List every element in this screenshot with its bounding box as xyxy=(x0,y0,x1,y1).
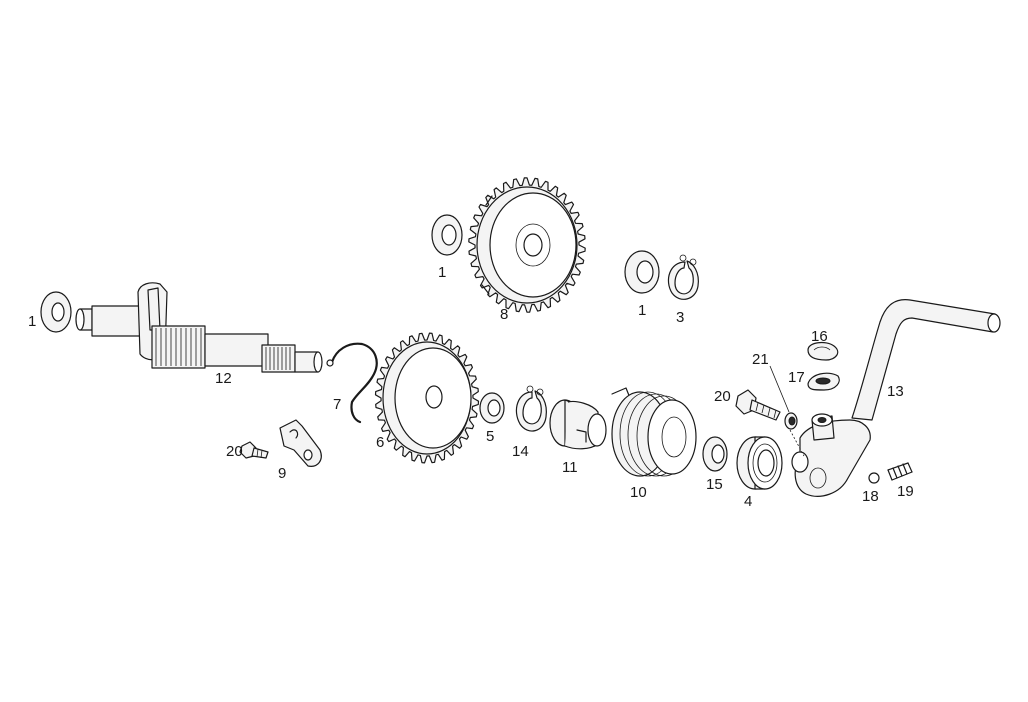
ratchet xyxy=(279,419,322,467)
label-bolt-large: 20 xyxy=(714,388,731,405)
part-labels: 1 1 3 1 8 12 7 6 5 14 11 10 15 4 13 16 1… xyxy=(28,264,914,510)
label-nut: 21 xyxy=(752,351,769,368)
label-washer-left: 1 xyxy=(28,313,36,330)
spacer xyxy=(479,392,505,424)
label-spacer: 5 xyxy=(486,428,494,445)
leader-nut xyxy=(769,365,790,413)
label-seal-lower: 17 xyxy=(788,369,805,386)
label-kick-lever: 13 xyxy=(887,383,904,400)
bolt-large xyxy=(735,389,781,421)
label-shaft: 12 xyxy=(215,370,232,387)
label-wire-spring: 7 xyxy=(333,396,341,413)
label-washer-top: 1 xyxy=(438,264,446,281)
upper-gear xyxy=(468,177,586,313)
label-coil-spring: 10 xyxy=(630,484,647,501)
bolt-small xyxy=(239,441,269,459)
label-bushing: 11 xyxy=(562,459,578,476)
label-detent-spring: 19 xyxy=(897,483,914,500)
seal-top xyxy=(807,341,839,361)
washer-top xyxy=(431,214,463,256)
washer-small xyxy=(702,436,728,472)
washer-mid xyxy=(624,250,660,294)
ball xyxy=(868,472,880,484)
label-ball: 18 xyxy=(862,488,879,505)
label-circlip-top: 3 xyxy=(676,309,684,326)
bearing xyxy=(736,436,783,490)
label-ratchet: 9 xyxy=(278,465,286,482)
nut xyxy=(784,412,805,457)
label-washer-mid: 1 xyxy=(638,302,646,319)
kick-lever xyxy=(791,299,1001,497)
seal-lower xyxy=(807,372,840,391)
washer-left xyxy=(40,291,72,333)
circlip-mid xyxy=(515,385,547,432)
lower-gear xyxy=(374,332,480,464)
circlip-top xyxy=(667,254,699,300)
label-washer-small: 15 xyxy=(706,476,723,493)
label-seal-top: 16 xyxy=(811,328,828,345)
coil-spring xyxy=(611,387,697,477)
bushing xyxy=(549,399,607,450)
label-gear-upper: 8 xyxy=(500,306,508,323)
label-circlip-mid: 14 xyxy=(512,443,529,460)
label-bolt-small: 20 xyxy=(226,443,243,460)
label-gear-lower: 6 xyxy=(376,434,384,451)
wire-spring xyxy=(326,342,378,424)
detent-spring xyxy=(887,462,913,481)
kick-shaft xyxy=(75,282,323,373)
label-bearing: 4 xyxy=(744,493,752,510)
